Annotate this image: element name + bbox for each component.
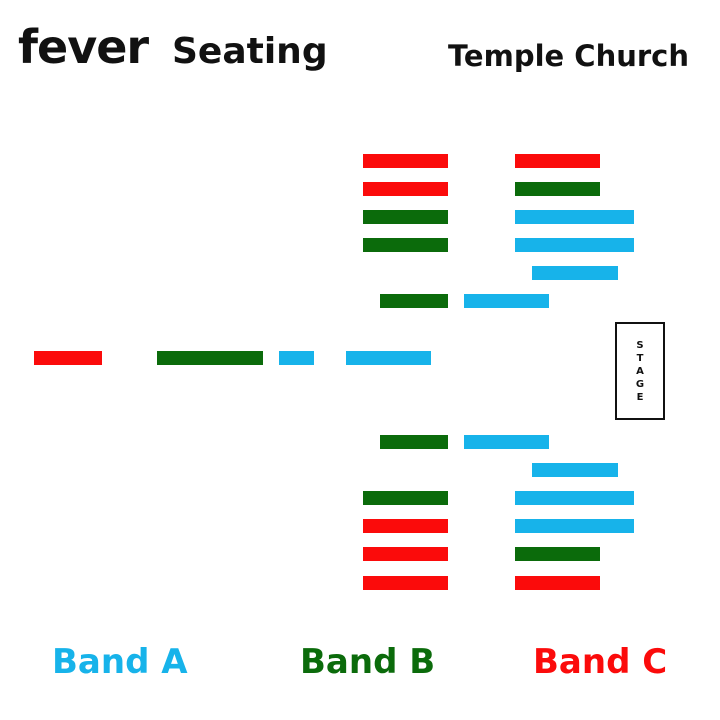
seat-row-band-a[interactable] <box>515 210 634 224</box>
seat-row-band-a[interactable] <box>346 351 431 365</box>
seat-row-band-b[interactable] <box>515 182 600 196</box>
stage-letter: E <box>636 391 644 403</box>
seat-row-band-a[interactable] <box>464 435 549 449</box>
page-title: Seating <box>172 31 328 72</box>
seat-row-band-a[interactable] <box>532 463 618 477</box>
seat-row-band-b[interactable] <box>157 351 263 365</box>
seat-row-band-c[interactable] <box>363 182 448 196</box>
legend-band-b: Band B <box>300 642 436 682</box>
seat-row-band-a[interactable] <box>515 519 634 533</box>
seat-row-band-a[interactable] <box>464 294 549 308</box>
legend-band-a: Band A <box>52 642 188 682</box>
seat-row-band-a[interactable] <box>279 351 314 365</box>
stage-letter: T <box>636 352 644 364</box>
seat-row-band-c[interactable] <box>515 576 600 590</box>
stage-letter: G <box>635 378 645 390</box>
seat-row-band-c[interactable] <box>515 154 600 168</box>
seat-row-band-b[interactable] <box>515 547 600 561</box>
seat-row-band-c[interactable] <box>363 154 448 168</box>
seat-row-band-b[interactable] <box>363 210 448 224</box>
seat-row-band-b[interactable] <box>380 435 448 449</box>
legend-band-c: Band C <box>533 642 668 682</box>
seat-row-band-a[interactable] <box>532 266 618 280</box>
seat-row-band-c[interactable] <box>363 547 448 561</box>
seat-row-band-c[interactable] <box>363 519 448 533</box>
stage-letter: A <box>636 365 644 377</box>
seat-row-band-a[interactable] <box>515 238 634 252</box>
seat-row-band-b[interactable] <box>363 491 448 505</box>
seat-row-band-c[interactable] <box>34 351 102 365</box>
stage-letter: S <box>636 339 644 351</box>
seat-row-band-b[interactable] <box>380 294 448 308</box>
venue-name: Temple Church <box>448 39 689 73</box>
seat-row-band-b[interactable] <box>363 238 448 252</box>
fever-logo: fever <box>18 20 149 74</box>
seat-row-band-a[interactable] <box>515 491 634 505</box>
seat-row-band-c[interactable] <box>363 576 448 590</box>
